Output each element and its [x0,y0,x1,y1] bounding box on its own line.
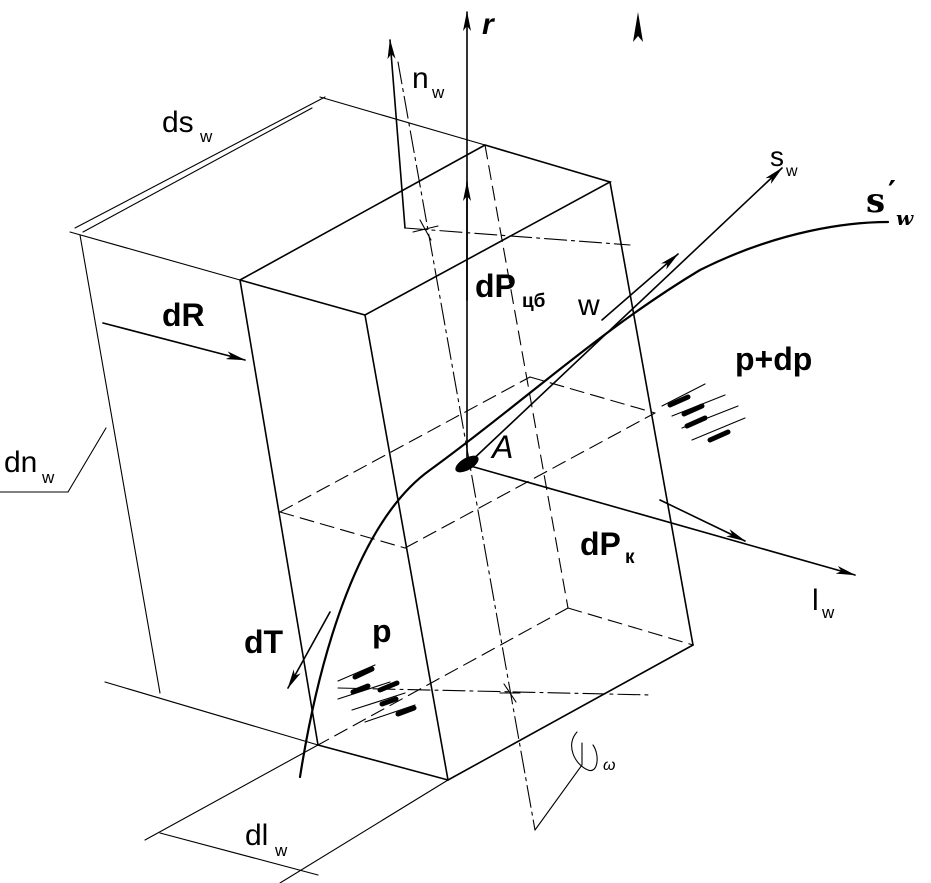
l-axis [466,464,856,576]
label-dn-sub: w [41,468,55,487]
dimension-lines [0,96,486,883]
n-axis [387,39,406,229]
label-ds: ds [162,106,194,139]
pressure-hatch-left [337,664,417,723]
label-A: A [490,429,513,465]
mid-section-back-right [529,376,656,414]
dP-k-arrow [659,499,746,542]
tick-top-b [419,219,432,241]
omega-axis-end [534,742,583,831]
hidden-edge-vertical [484,144,569,609]
hidden-box-edges [279,144,694,746]
label-dn: dn [4,446,37,479]
label-s-sub: w [785,163,798,180]
axis-ticks [412,219,521,703]
label-s-prime: s [866,181,885,221]
ds-dimension-line [82,107,313,233]
label-s: s [770,141,784,172]
dn-extension-top [69,231,241,281]
label-dP-cb: dP [475,268,516,304]
tick-bottom-b [503,683,517,703]
box-bottom-front-right [447,644,694,781]
label-s-prime-sub: w [896,206,914,230]
mid-section-front-right [404,412,656,549]
dn-leader [67,427,107,493]
dl-dimension-line [159,832,319,876]
ds-extension-left [74,96,326,229]
label-dl-sub: w [274,841,288,860]
dl-extension-right [279,779,449,883]
small-up-arrow [633,12,643,42]
axes [102,11,856,689]
label-dP-k-sub: к [625,547,635,568]
label-w: w [577,289,600,322]
box-bottom-front-left [317,744,449,781]
mid-section-front-left [279,511,406,549]
point-A-marker [455,455,479,473]
label-dl: dl [245,819,268,852]
hidden-edge-bottom-left [317,607,569,746]
top-center-line [404,227,631,246]
label-n-sub: w [431,83,445,102]
dn-dimension-line [79,234,161,694]
omega-rotation [534,731,598,831]
label-l-sub: w [821,603,835,622]
dR-arrow [102,322,246,361]
label-dP-k: dP [580,526,621,562]
labels: r n w ds w s w s ′ w dR dP цб w p+dp dn … [4,8,914,860]
hidden-edge-bottom-right [567,607,694,646]
label-dR: dR [162,297,205,333]
label-n: n [412,62,429,95]
dT-arrow [287,611,331,689]
label-dT: dT [244,624,284,660]
label-p-dp: p+dp [735,341,812,377]
dl-extension-left [144,744,319,841]
label-omega: ω [603,757,615,774]
label-p: p [372,613,392,649]
dn-extension-bottom [104,681,319,746]
ds-extension-right [319,96,486,146]
box-right-edge [609,181,694,646]
box-left-edge [239,279,319,746]
label-ds-sub: w [199,127,213,146]
box-front-edge [364,314,449,781]
box-solid [239,144,694,781]
omega-arc [571,731,598,772]
label-l: l [812,584,819,617]
s-axis [466,167,783,466]
mid-section-back-left [279,376,531,513]
label-r: r [482,8,496,41]
pressure-hatch-right [661,383,746,443]
bottom-center-line [337,687,653,696]
streamline-s-prime [298,220,890,779]
label-dP-cb-sub: цб [522,291,545,312]
label-s-prime-mark: ′ [888,175,896,210]
w-velocity-arrow [601,253,679,321]
